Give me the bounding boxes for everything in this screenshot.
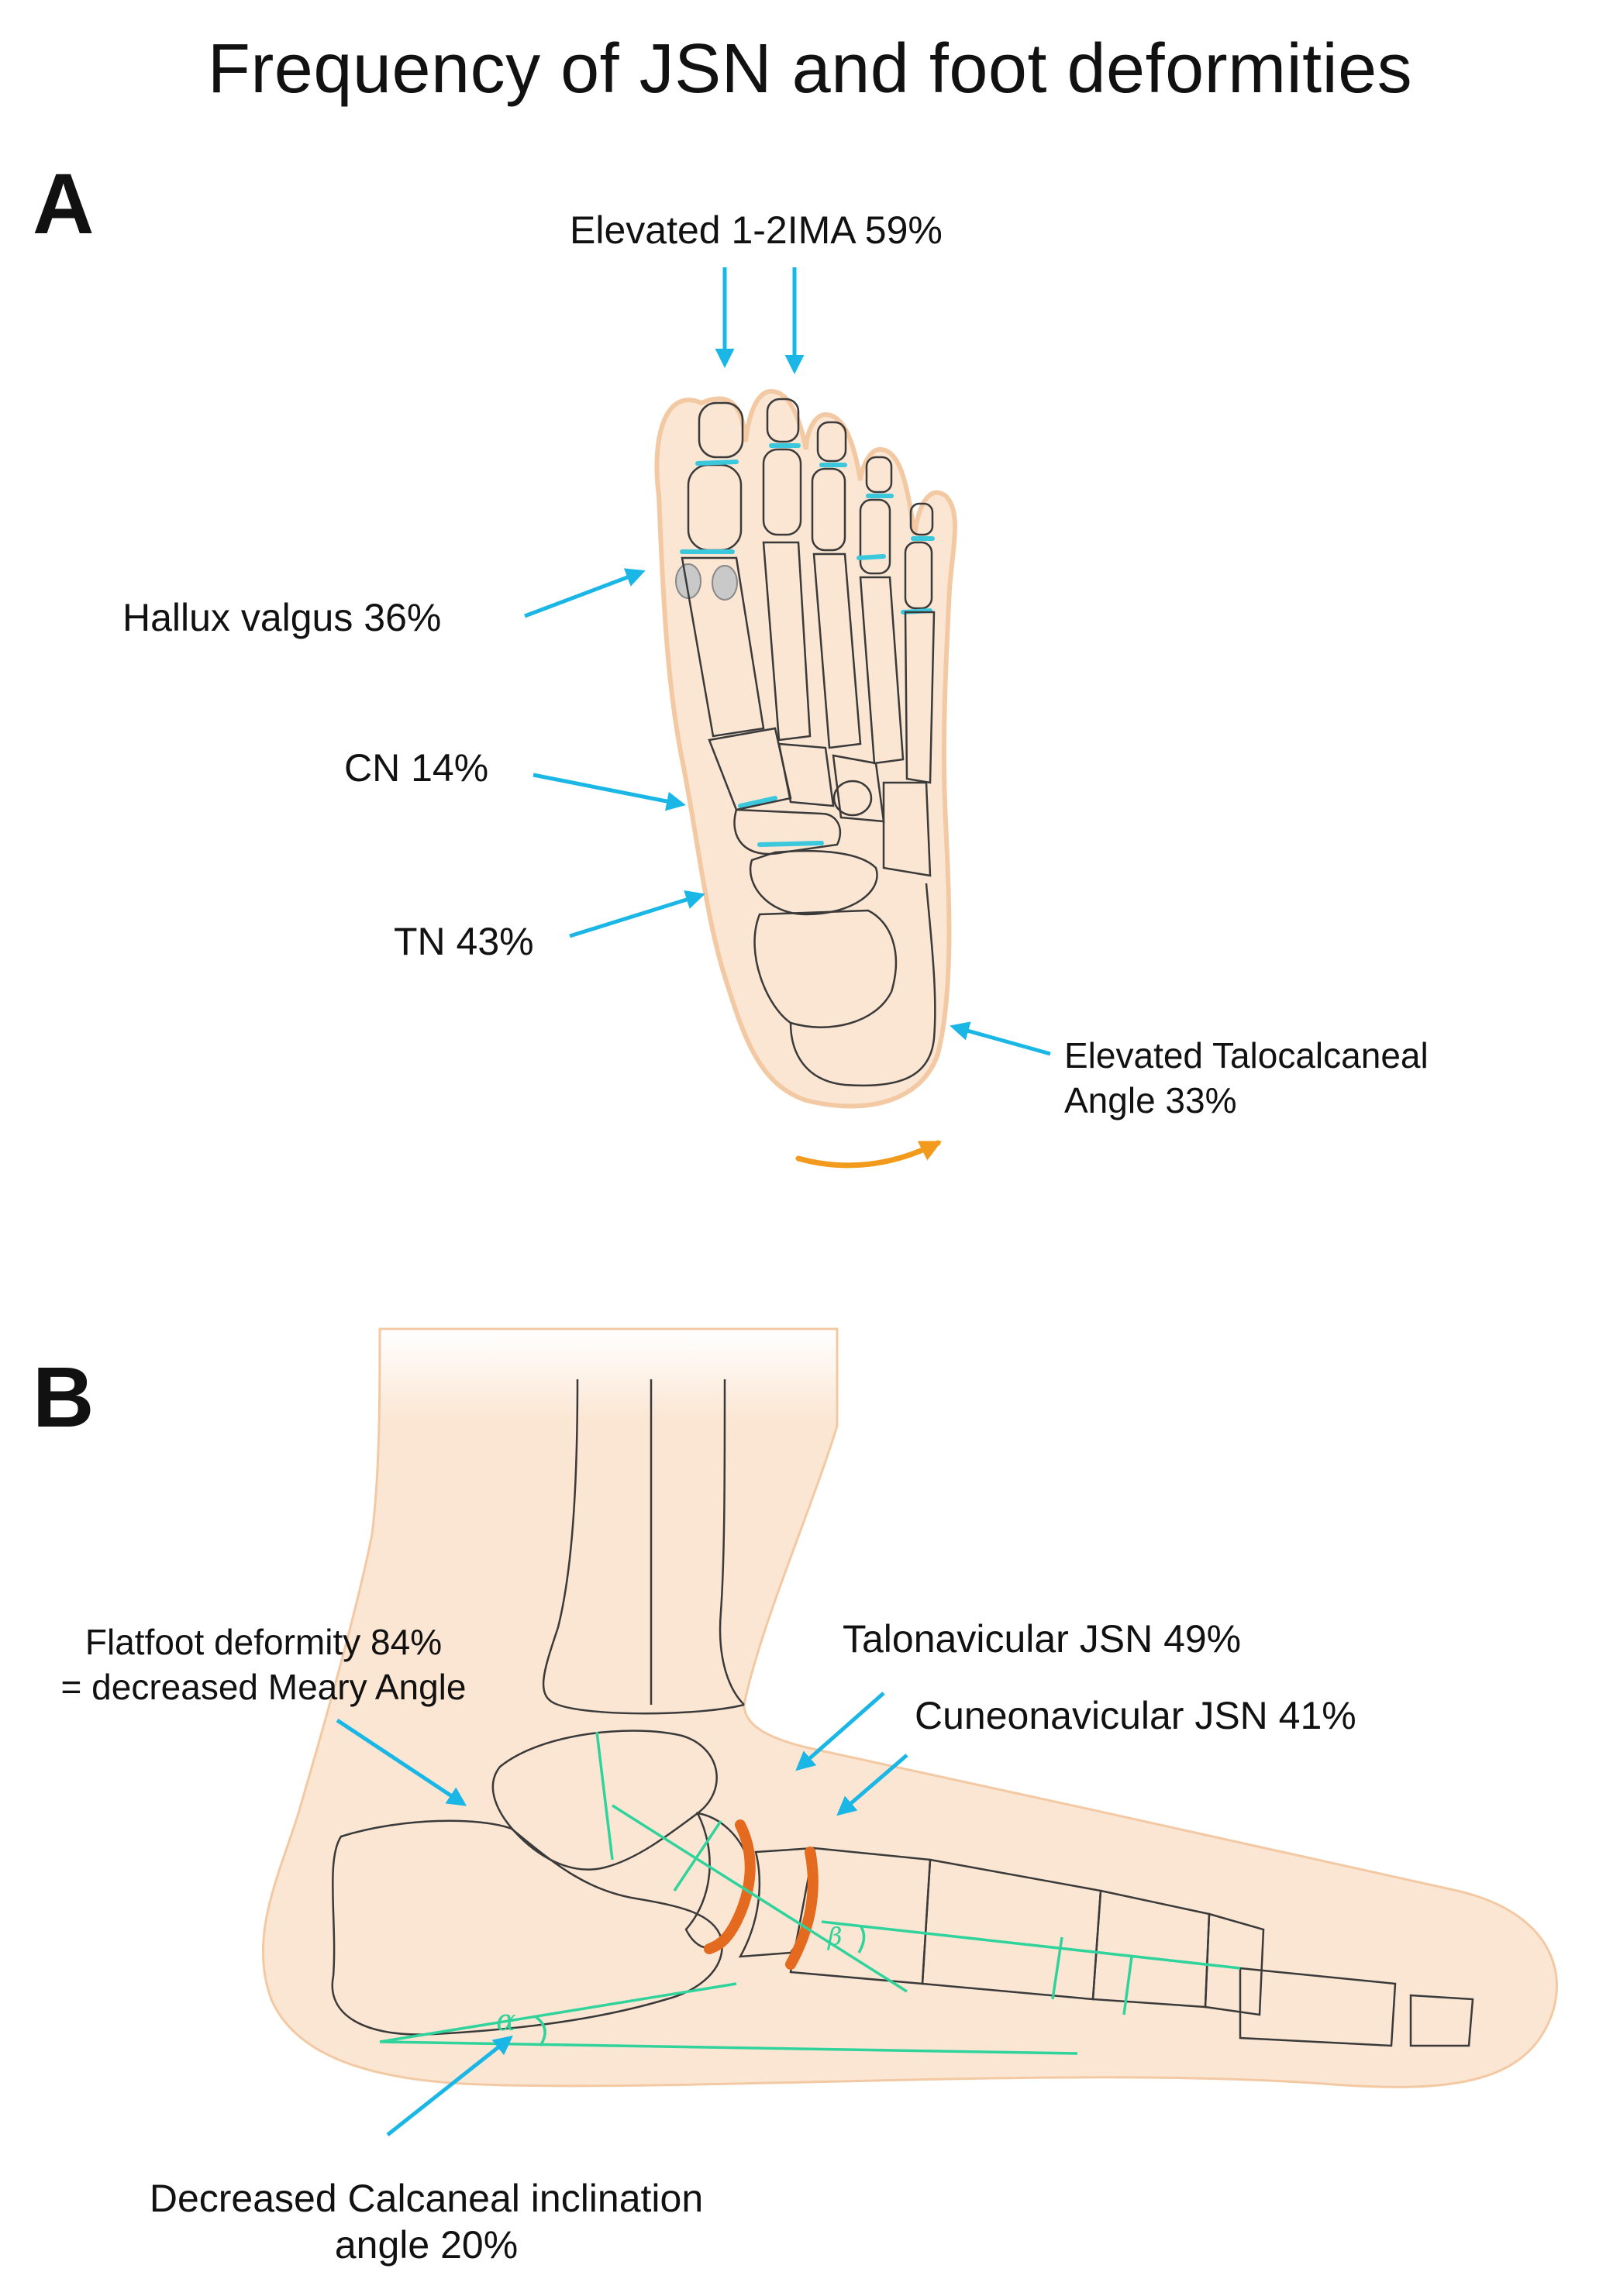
talar-axis-perp: [595, 1731, 614, 1861]
panel-a-foot: [654, 388, 957, 1169]
foot-b-silhouette: [261, 1327, 1558, 2088]
label-talocalcaneal-1: Elevated Talocalcaneal: [1064, 1035, 1429, 1076]
label-elevated-ima: Elevated 1-2IMA 59%: [570, 208, 943, 252]
label-flatfoot-1: Flatfoot deformity 84%: [84, 1622, 443, 1662]
rotation-arrow: [795, 1140, 943, 1169]
label-calcaneal-1: Decreased Calcaneal inclination: [149, 2177, 704, 2220]
hallux-distal-phalanx: [698, 401, 744, 459]
figure-title: Frequency of JSN and foot deformities: [207, 30, 1413, 108]
panel-b-letter: B: [33, 1350, 95, 1445]
foot-a-silhouette: [654, 388, 957, 1109]
arrow-hallux: [524, 568, 646, 618]
first-metatarsal-axis: [821, 1920, 1241, 1970]
label-talocalcaneal-2: Angle 33%: [1064, 1080, 1237, 1120]
cuneonavicular-jsn: [785, 1847, 819, 1970]
arrow-cn: [533, 773, 686, 811]
label-tn: TN 43%: [394, 920, 534, 963]
arrow-flatfoot: [336, 1718, 467, 1806]
label-calcaneal-2: angle 20%: [334, 2223, 519, 2267]
label-talonavicular: Talonavicular JSN 49%: [843, 1617, 1242, 1661]
label-cn: CN 14%: [344, 746, 489, 790]
panel-a-arrows: [524, 267, 1051, 1056]
calcaneal-inclination-line: [379, 1982, 737, 2043]
beta-arc: [857, 1925, 866, 1953]
talar-axis-line: [612, 1804, 908, 1993]
leg-bones: [542, 1379, 745, 1715]
arrow-talocalcaneal: [950, 1021, 1051, 1056]
label-flatfoot-2: = decreased Meary Angle: [60, 1667, 467, 1707]
arrow-cuneonavicular: [836, 1754, 908, 1816]
label-cuneonavicular: Cuneonavicular JSN 41%: [915, 1694, 1356, 1737]
arrow-tn: [569, 890, 705, 938]
talonavicular-jsn: [704, 1819, 756, 1954]
beta-symbol: β: [828, 1922, 843, 1951]
label-hallux-valgus: Hallux valgus 36%: [122, 596, 442, 639]
arrow-talonavicular: [795, 1692, 885, 1771]
panel-b-arrows: [336, 1692, 908, 2136]
tarsal-bones: [708, 727, 936, 1087]
metatarsals: [681, 541, 936, 784]
alpha-symbol: α: [496, 2003, 516, 2037]
arrow-calcaneal: [386, 2035, 513, 2136]
alpha-arc: [533, 2015, 546, 2046]
panel-a-letter: A: [33, 157, 95, 252]
panel-b-foot: [261, 1327, 1558, 2088]
